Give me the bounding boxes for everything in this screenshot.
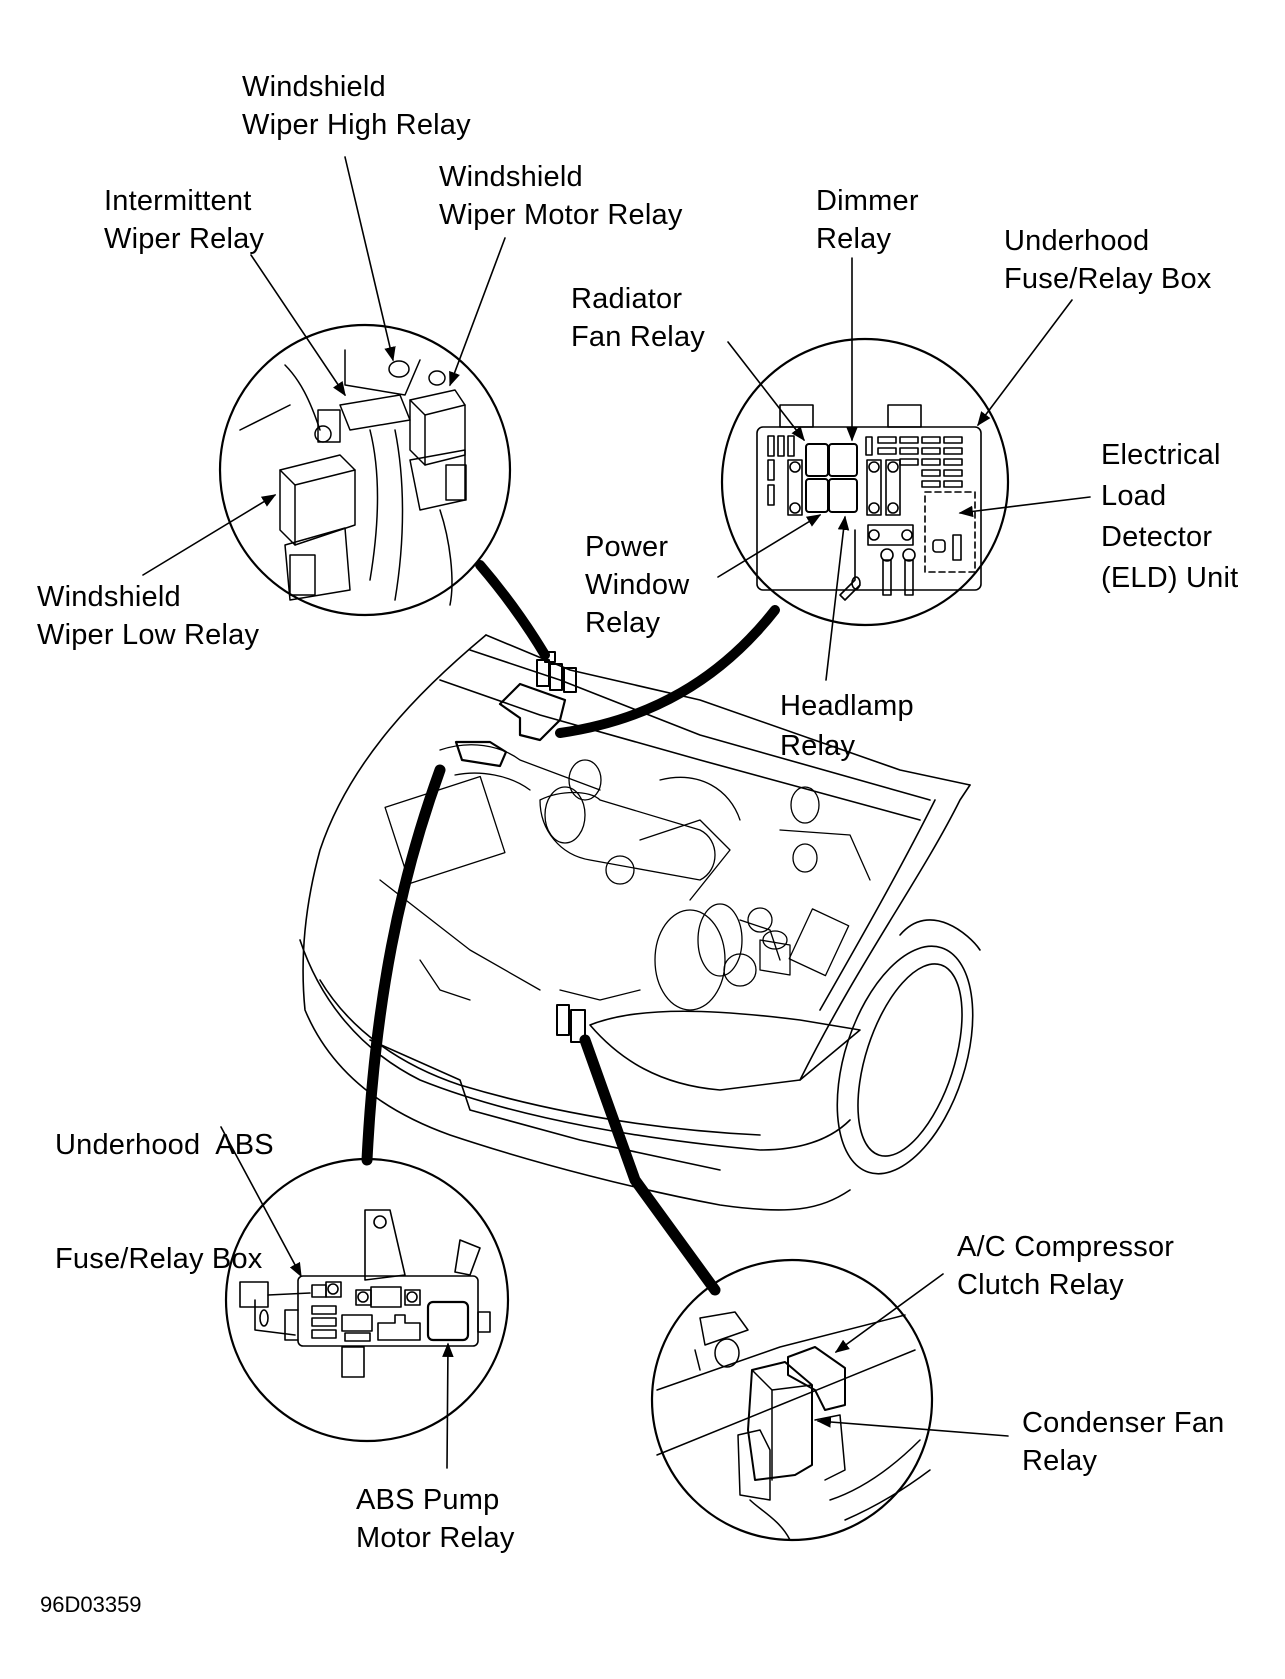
ac-relays-on-car: [557, 1005, 585, 1042]
label-line: Windshield: [242, 71, 386, 103]
ac-relays-detail: [652, 1260, 932, 1540]
label-line: Dimmer: [816, 185, 919, 217]
label-electrical-load-detector: Electrical Load Detector (ELD) Unit: [1101, 435, 1238, 599]
label-ac-compressor-clutch-relay: A/C Compressor Clutch Relay: [957, 1228, 1174, 1304]
eld-unit: [925, 492, 975, 572]
label-abs-pump-motor-relay: ABS Pump Motor Relay: [356, 1481, 515, 1557]
engine: [380, 745, 870, 1010]
wiper-relays-detail: [220, 325, 510, 615]
car-engine-bay-illustration: [300, 635, 999, 1210]
label-line: ABS Pump: [356, 1484, 500, 1516]
label-radiator-fan-relay: Radiator Fan Relay: [571, 280, 705, 356]
label-line: Relay: [816, 223, 892, 255]
label-windshield-wiper-motor-relay: Windshield Wiper Motor Relay: [439, 158, 683, 234]
label-line: Wiper High Relay: [242, 109, 471, 141]
label-line: Relay: [780, 730, 856, 762]
leader-intermittent: [251, 255, 346, 397]
label-line: Fan Relay: [571, 321, 705, 353]
label-line: Relay: [1022, 1445, 1098, 1477]
label-line: Underhood ABS: [55, 1129, 274, 1161]
leader-radiator-fan: [728, 342, 805, 442]
car-outline: [303, 635, 850, 1210]
headlight: [590, 1011, 860, 1090]
mini-fuse-grid: [878, 437, 962, 487]
leader-underhood-box: [977, 300, 1072, 427]
label-line: Intermittent: [104, 185, 252, 217]
label-line: Power: [585, 531, 669, 563]
label-intermittent-wiper-relay: Intermittent Wiper Relay: [104, 182, 264, 258]
label-line: (ELD) Unit: [1101, 562, 1239, 594]
underhood-fuse-box-detail: [722, 339, 1008, 625]
label-line: Radiator: [571, 283, 683, 315]
label-line: Fuse/Relay Box: [55, 1243, 263, 1275]
ac-compressor-clutch-relay: [788, 1347, 845, 1410]
label-condenser-fan-relay: Condenser Fan Relay: [1022, 1404, 1225, 1480]
leader-lines: [143, 157, 1090, 1468]
leader-wiper-high: [345, 157, 396, 362]
front-bumper: [300, 940, 850, 1150]
connector-wiper-detail: [480, 565, 545, 655]
label-line: Motor Relay: [356, 1522, 515, 1554]
leader-wiper-motor: [449, 238, 505, 387]
label-line: Wiper Low Relay: [37, 619, 260, 651]
label-line: Headlamp: [780, 690, 914, 722]
label-line: Fuse/Relay Box: [1004, 263, 1212, 295]
label-line: Wiper Motor Relay: [439, 199, 683, 231]
label-windshield-wiper-high-relay: Windshield Wiper High Relay: [242, 68, 471, 144]
connector-ac-detail: [585, 1040, 715, 1290]
label-line: Window: [585, 569, 690, 601]
label-line: Relay: [585, 607, 661, 639]
abs-box-body: [298, 1276, 478, 1346]
label-dimmer-relay: Dimmer Relay: [816, 182, 919, 258]
label-line: A/C Compressor: [957, 1231, 1175, 1263]
fuse-box-on-car: [500, 684, 565, 740]
condenser-fan-relay: [748, 1362, 812, 1480]
label-line: Wiper Relay: [104, 223, 265, 255]
leader-condenser-fan: [816, 1416, 1008, 1436]
fuse-box-body: [757, 427, 981, 590]
detail-circle: [226, 1159, 508, 1441]
label-line: Detector: [1101, 521, 1213, 553]
leader-abs-box: [221, 1127, 301, 1278]
leader-headlamp: [826, 515, 850, 680]
detail-circle: [722, 339, 1008, 625]
label-line: Condenser Fan: [1022, 1407, 1225, 1439]
abs-box-on-car: [456, 742, 506, 766]
label-line: Electrical: [1101, 439, 1221, 471]
label-power-window-relay: Power Window Relay: [585, 528, 689, 642]
label-line: Clutch Relay: [957, 1269, 1124, 1301]
label-line: Underhood: [1004, 225, 1150, 257]
leader-wiper-low: [143, 495, 277, 575]
detail-circle: [652, 1260, 932, 1540]
front-wheel: [811, 929, 998, 1191]
leader-power-window: [718, 515, 822, 577]
connector-abs-detail: [367, 770, 440, 1160]
leader-abs-pump: [442, 1342, 454, 1468]
label-underhood-fuse-relay-box: Underhood Fuse/Relay Box: [1004, 222, 1212, 298]
leader-ac-clutch: [834, 1274, 943, 1353]
label-headlamp-relay: Headlamp Relay: [780, 686, 914, 766]
abs-fuse-box-detail: [226, 1159, 508, 1441]
abs-pump-motor-relay: [428, 1302, 468, 1340]
label-line: Windshield: [439, 161, 583, 193]
figure-reference-code: 96D03359: [40, 1592, 142, 1617]
detail-circle: [220, 325, 510, 615]
label-underhood-abs-fuse-relay-box: Underhood ABS Fuse/Relay Box: [55, 1050, 274, 1316]
connector-fuse-box-detail: [560, 610, 775, 733]
leader-eld: [958, 497, 1090, 518]
label-line: Windshield: [37, 581, 181, 613]
hood-right-edge: [800, 785, 970, 1080]
label-windshield-wiper-low-relay: Windshield Wiper Low Relay: [37, 578, 259, 654]
label-line: Load: [1101, 480, 1167, 512]
